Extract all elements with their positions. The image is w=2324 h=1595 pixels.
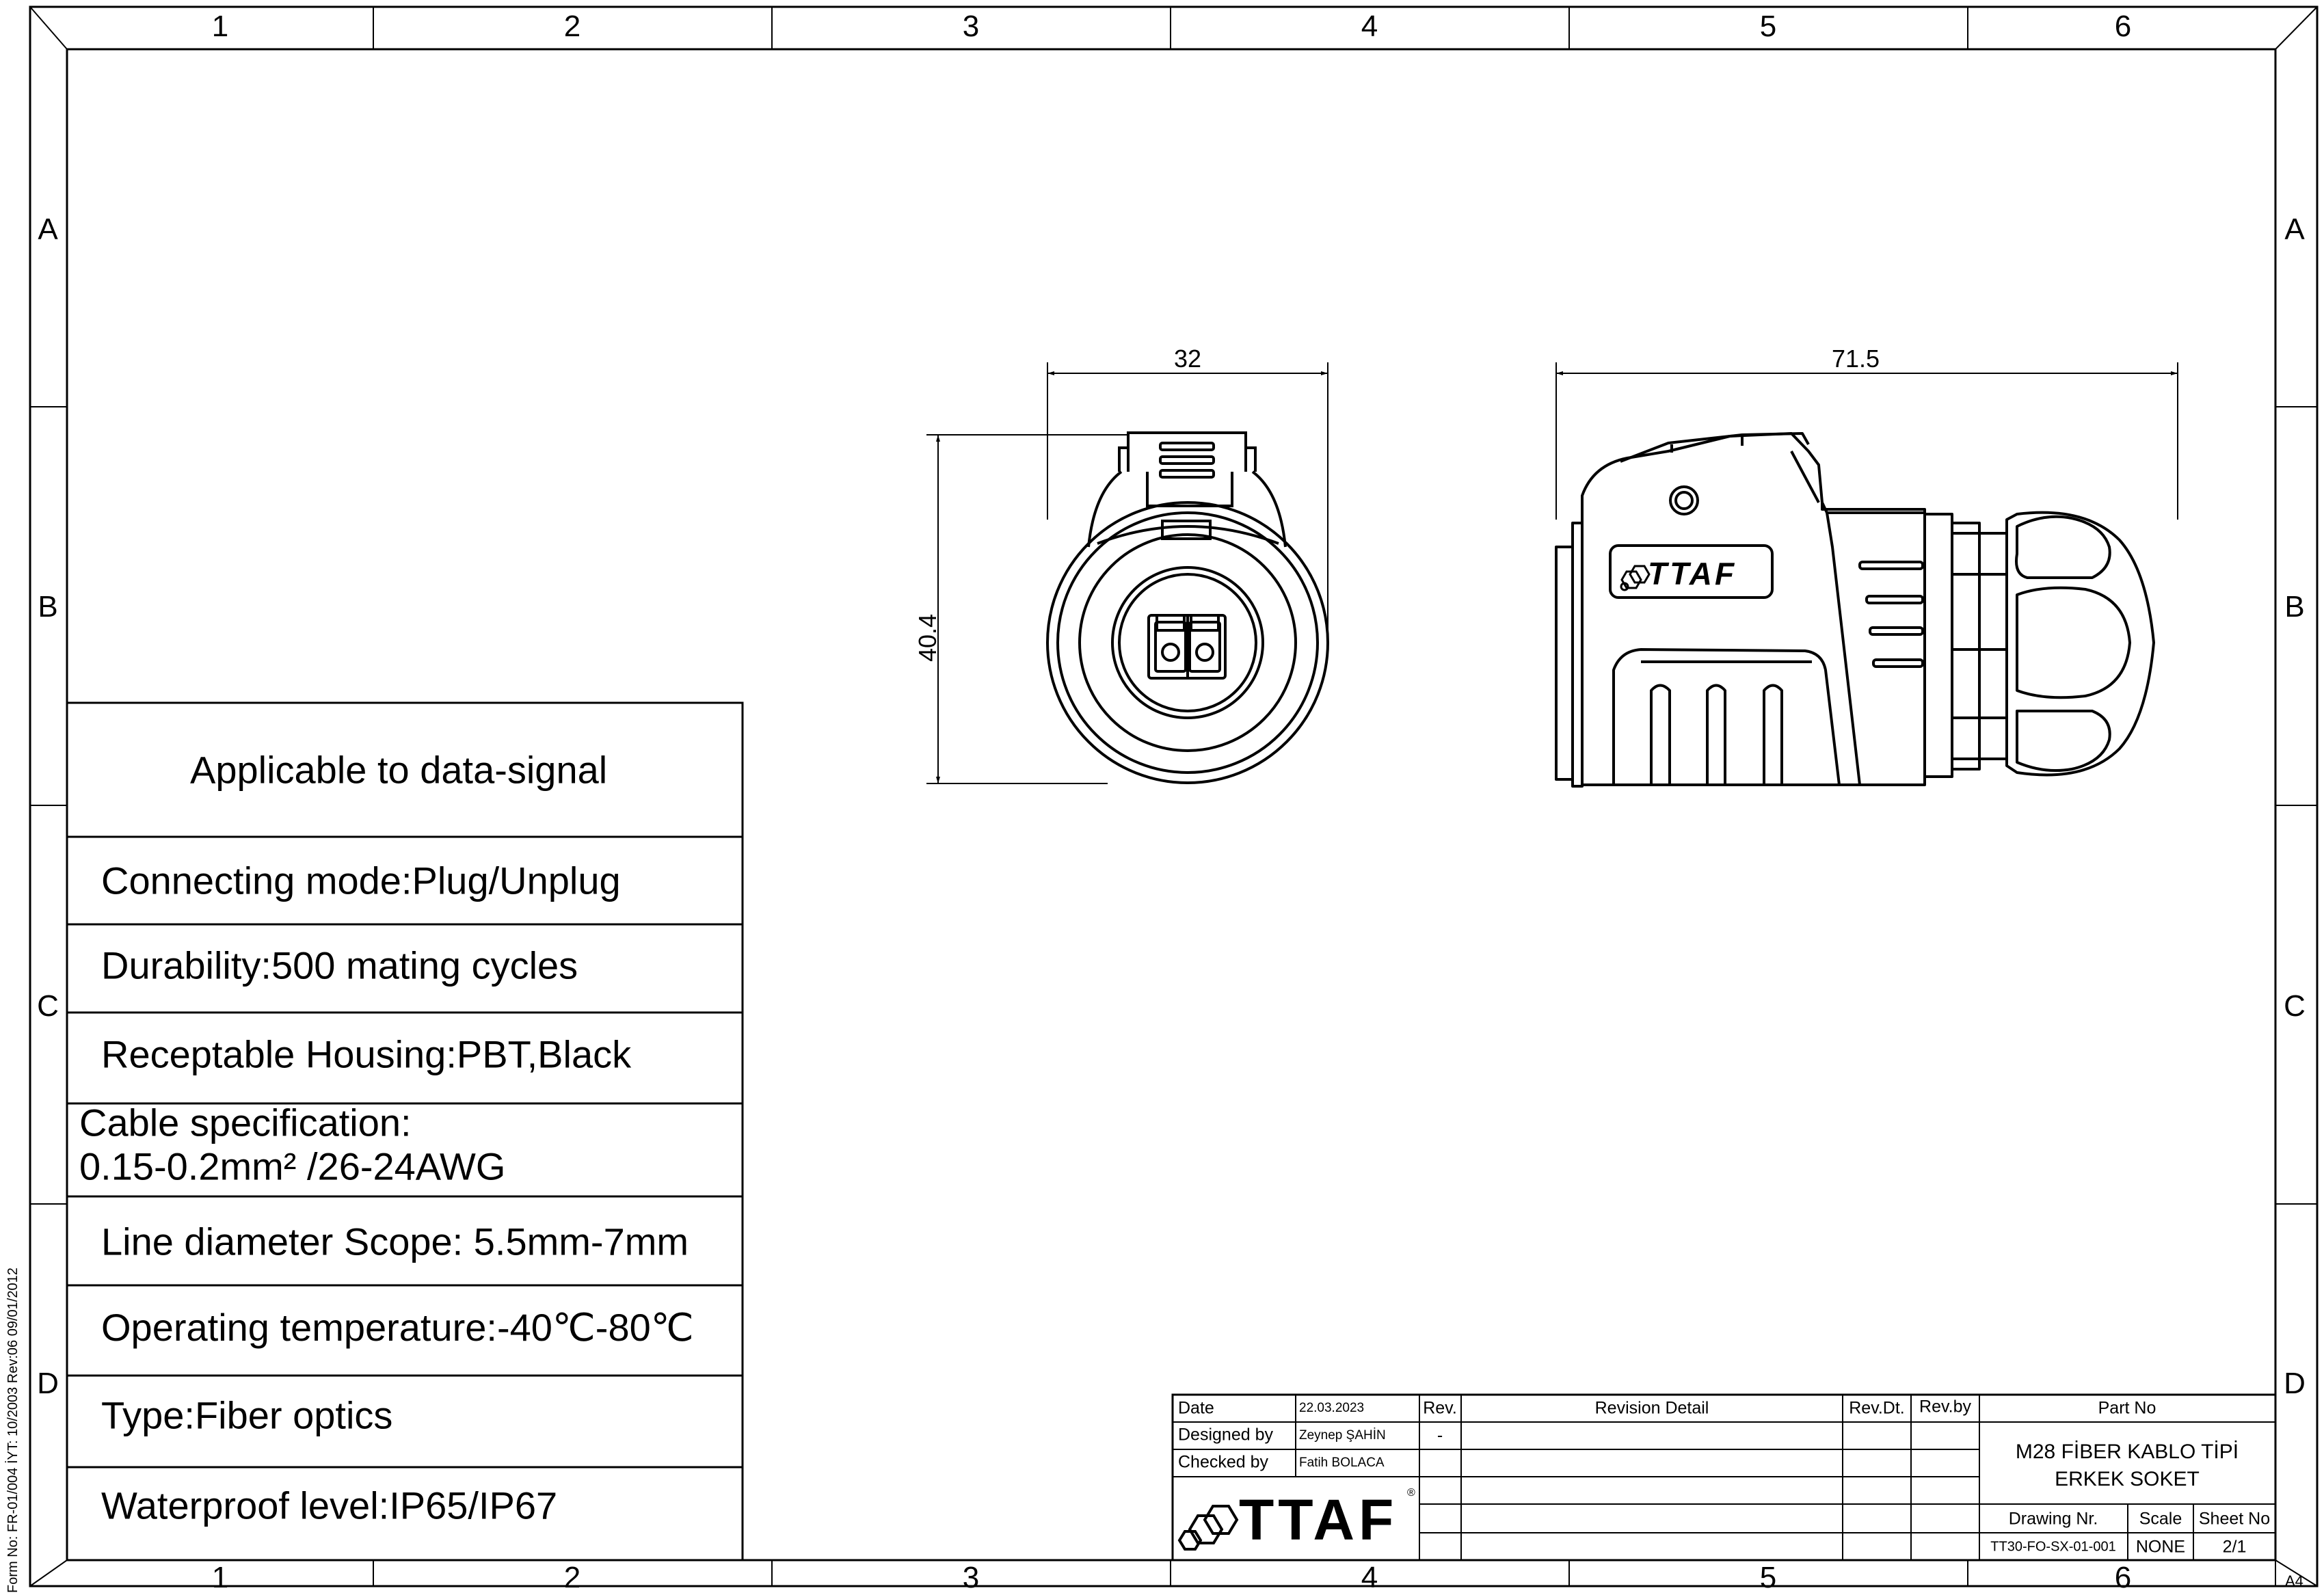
spec-operating-temp: Operating temperature:-40℃-80℃ xyxy=(101,1306,694,1349)
tb-logo-text: TTAF xyxy=(1239,1488,1398,1552)
dimension-front-width: 32 xyxy=(1174,345,1202,373)
tb-revision-detail-label: Revision Detail xyxy=(1594,1398,1709,1418)
tb-part-no-label: Part No xyxy=(2098,1398,2156,1418)
column-label-bottom: 6 xyxy=(2114,1561,2132,1594)
dimension-side-length: 71.5 xyxy=(1832,345,1880,373)
tb-part-name-line2: ERKEK SOKET xyxy=(2055,1468,2200,1490)
tb-drawing-nr-label: Drawing Nr. xyxy=(2008,1509,2098,1529)
row-label-left: B xyxy=(38,590,58,624)
column-label-bottom: 3 xyxy=(962,1561,980,1594)
row-label-right: A xyxy=(2284,213,2305,246)
spec-header: Applicable to data-signal xyxy=(190,748,608,792)
tb-rev-dt-label: Rev.Dt. xyxy=(1849,1398,1905,1418)
tb-scale-label: Scale xyxy=(2139,1509,2182,1529)
tb-drawing-nr-value: TT30-FO-SX-01-001 xyxy=(1990,1539,2116,1555)
spec-type: Type:Fiber optics xyxy=(101,1393,393,1437)
tb-rev-value: - xyxy=(1437,1425,1443,1445)
side-view-connector xyxy=(1555,432,2155,788)
tb-rev-by-label: Rev.by xyxy=(1919,1397,1971,1417)
column-label-bottom: 4 xyxy=(1361,1561,1378,1594)
column-label-top: 1 xyxy=(211,10,229,43)
tb-rev-label: Rev. xyxy=(1423,1398,1457,1418)
form-number-note: Form No: FR-01/004 İYT: 10/2003 Rev:06 0… xyxy=(5,1268,21,1593)
tb-designed-value: Zeynep ŞAHİN xyxy=(1299,1428,1386,1443)
tb-designed-label: Designed by xyxy=(1178,1425,1273,1445)
column-label-top: 3 xyxy=(962,10,980,43)
side-logo-mark xyxy=(1620,565,1651,591)
spec-table xyxy=(66,701,744,1562)
side-view-logo-text: TTAF xyxy=(1648,556,1737,591)
tb-date-label: Date xyxy=(1178,1398,1214,1418)
spec-durability: Durability:500 mating cycles xyxy=(101,943,578,987)
tb-part-name-line1: M28 FİBER KABLO TİPİ xyxy=(2015,1440,2239,1463)
row-label-left: A xyxy=(38,213,58,246)
column-label-top: 4 xyxy=(1361,10,1378,43)
row-label-right: C xyxy=(2284,989,2306,1023)
row-label-right: B xyxy=(2284,590,2305,624)
row-label-left: D xyxy=(37,1367,59,1400)
spec-cable-title: Cable specification: xyxy=(79,1101,412,1144)
tb-sheet-label: Sheet No xyxy=(2198,1509,2271,1529)
spec-cable-value: 0.15-0.2mm² /26-24AWG xyxy=(79,1144,506,1188)
row-label-left: C xyxy=(37,989,59,1023)
column-label-bottom: 5 xyxy=(1759,1561,1777,1594)
title-block xyxy=(1171,1393,2277,1562)
spec-waterproof: Waterproof level:IP65/IP67 xyxy=(101,1484,558,1527)
spec-connecting-mode: Connecting mode:Plug/Unplug xyxy=(101,859,621,902)
column-label-bottom: 1 xyxy=(211,1561,229,1594)
side-dimensions xyxy=(1555,362,2178,520)
row-label-right: D xyxy=(2284,1367,2306,1400)
column-label-bottom: 2 xyxy=(563,1561,581,1594)
front-view-connector xyxy=(1046,431,1329,784)
tb-checked-value: Fatih BOLACA xyxy=(1299,1456,1385,1470)
tb-logo-registered-mark: ® xyxy=(1407,1487,1415,1499)
column-label-top: 6 xyxy=(2114,10,2132,43)
tb-sheet-value: 2/1 xyxy=(2222,1537,2247,1557)
column-label-top: 2 xyxy=(563,10,581,43)
spec-line-diameter: Line diameter Scope: 5.5mm-7mm xyxy=(101,1220,689,1263)
tb-date-value: 22.03.2023 xyxy=(1299,1401,1365,1415)
tb-scale-value: NONE xyxy=(2135,1537,2186,1557)
column-label-top: 5 xyxy=(1759,10,1777,43)
drawing-frame xyxy=(29,5,2319,1587)
front-dimensions xyxy=(926,362,1328,784)
tb-checked-label: Checked by xyxy=(1178,1452,1269,1472)
spec-housing: Receptable Housing:PBT,Black xyxy=(101,1032,632,1076)
paper-size-label: A4 xyxy=(2285,1572,2303,1590)
dimension-front-height: 40.4 xyxy=(913,613,942,662)
title-logo-mark xyxy=(1177,1505,1239,1551)
